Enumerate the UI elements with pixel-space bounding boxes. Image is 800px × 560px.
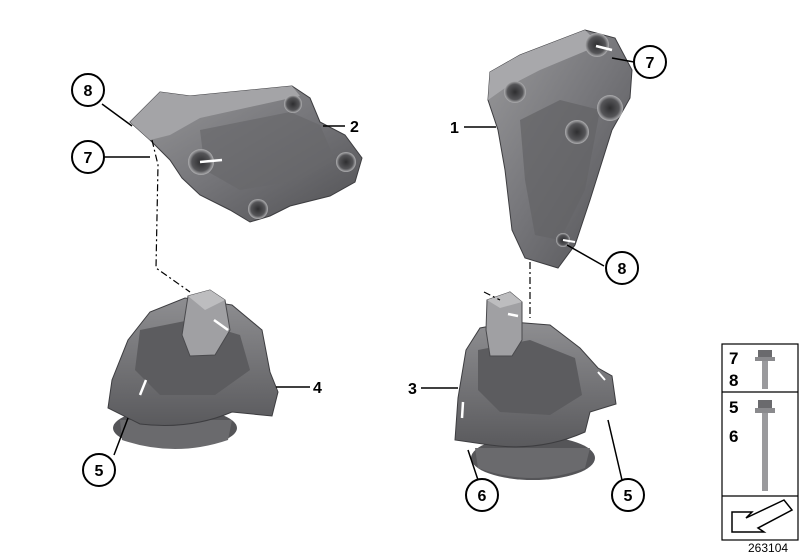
callout-8-upper-left: 8 xyxy=(71,73,105,107)
part-label-3: 3 xyxy=(408,381,417,398)
svg-text:5: 5 xyxy=(624,488,633,505)
legend-row2-top: 5 xyxy=(729,398,738,417)
callout-8-right: 8 xyxy=(605,251,639,285)
short-bolt-icon xyxy=(755,350,775,389)
assembly-line-left xyxy=(151,139,191,293)
legend-row1-bottom: 8 xyxy=(729,371,738,390)
part-label-4: 4 xyxy=(313,380,322,397)
part-label-2: 2 xyxy=(350,119,359,136)
svg-text:7: 7 xyxy=(84,150,93,167)
callout-7-upper-right: 7 xyxy=(633,45,667,79)
svg-text:8: 8 xyxy=(618,261,627,278)
callout-5-lower-left: 5 xyxy=(82,453,116,487)
long-bolt-icon xyxy=(755,400,775,491)
callout-5-bottom-right: 5 xyxy=(611,478,645,512)
diagram-id: 263104 xyxy=(748,541,788,555)
legend-row1-top: 7 xyxy=(729,349,738,368)
engine-mount-part-4 xyxy=(107,289,279,449)
engine-bracket-part-1 xyxy=(487,29,633,269)
part-label-1: 1 xyxy=(450,120,459,137)
callout-6-bottom: 6 xyxy=(465,478,499,512)
engine-bracket-part-2 xyxy=(129,85,363,223)
fastener-legend-panel: 7 8 5 6 xyxy=(721,343,799,541)
direction-arrow-icon xyxy=(731,499,794,533)
svg-text:8: 8 xyxy=(84,83,93,100)
leader-lines xyxy=(101,57,635,481)
svg-text:6: 6 xyxy=(478,488,487,505)
callout-7-upper-left: 7 xyxy=(71,140,105,174)
svg-text:7: 7 xyxy=(646,55,655,72)
assembly-line-bolt xyxy=(483,291,501,301)
svg-text:5: 5 xyxy=(95,463,104,480)
engine-mount-part-3 xyxy=(454,291,617,480)
legend-row2-bottom: 6 xyxy=(729,427,738,446)
